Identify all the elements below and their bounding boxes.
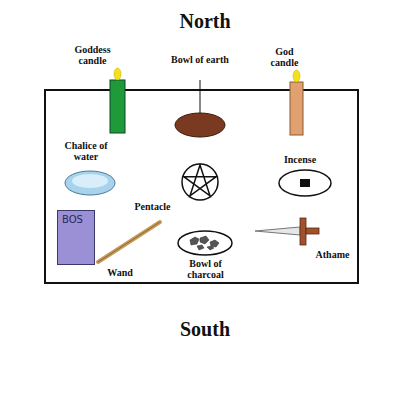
chalice [65, 171, 115, 195]
charcoal-lumps [190, 236, 219, 250]
pentacle [182, 164, 218, 200]
item-label: Pentacle [125, 201, 180, 212]
incense-burner [279, 170, 331, 196]
direction-label: South [130, 318, 280, 340]
charcoal-bowl [178, 231, 232, 255]
goddess-candle [110, 80, 125, 133]
flame [293, 70, 300, 82]
incense-stick [300, 179, 310, 187]
wand-edge [98, 222, 160, 262]
book-of-shadows: BOS [57, 210, 95, 265]
god-candle [290, 82, 303, 135]
athame-blade [255, 227, 300, 235]
item-label: Chalice of water [55, 140, 117, 162]
athame-guard [300, 218, 306, 245]
item-label: Bowl of earth [170, 54, 230, 65]
flame [114, 68, 121, 80]
item-label: Wand [100, 267, 140, 278]
book-label: BOS [58, 211, 94, 229]
item-label: God candle [262, 46, 307, 68]
direction-label: North [130, 10, 280, 32]
item-label: Goddess candle [65, 44, 120, 66]
earth-bowl [175, 113, 225, 137]
item-label: Bowl of charcoal [178, 258, 233, 280]
item-label: Athame [310, 249, 355, 260]
altar-outline [45, 90, 358, 283]
pentagram [184, 165, 216, 196]
athame-handle [306, 228, 319, 234]
wand [98, 222, 160, 262]
leader-line [200, 80, 201, 114]
water-highlight [72, 174, 108, 188]
item-label: Incense [275, 154, 325, 165]
